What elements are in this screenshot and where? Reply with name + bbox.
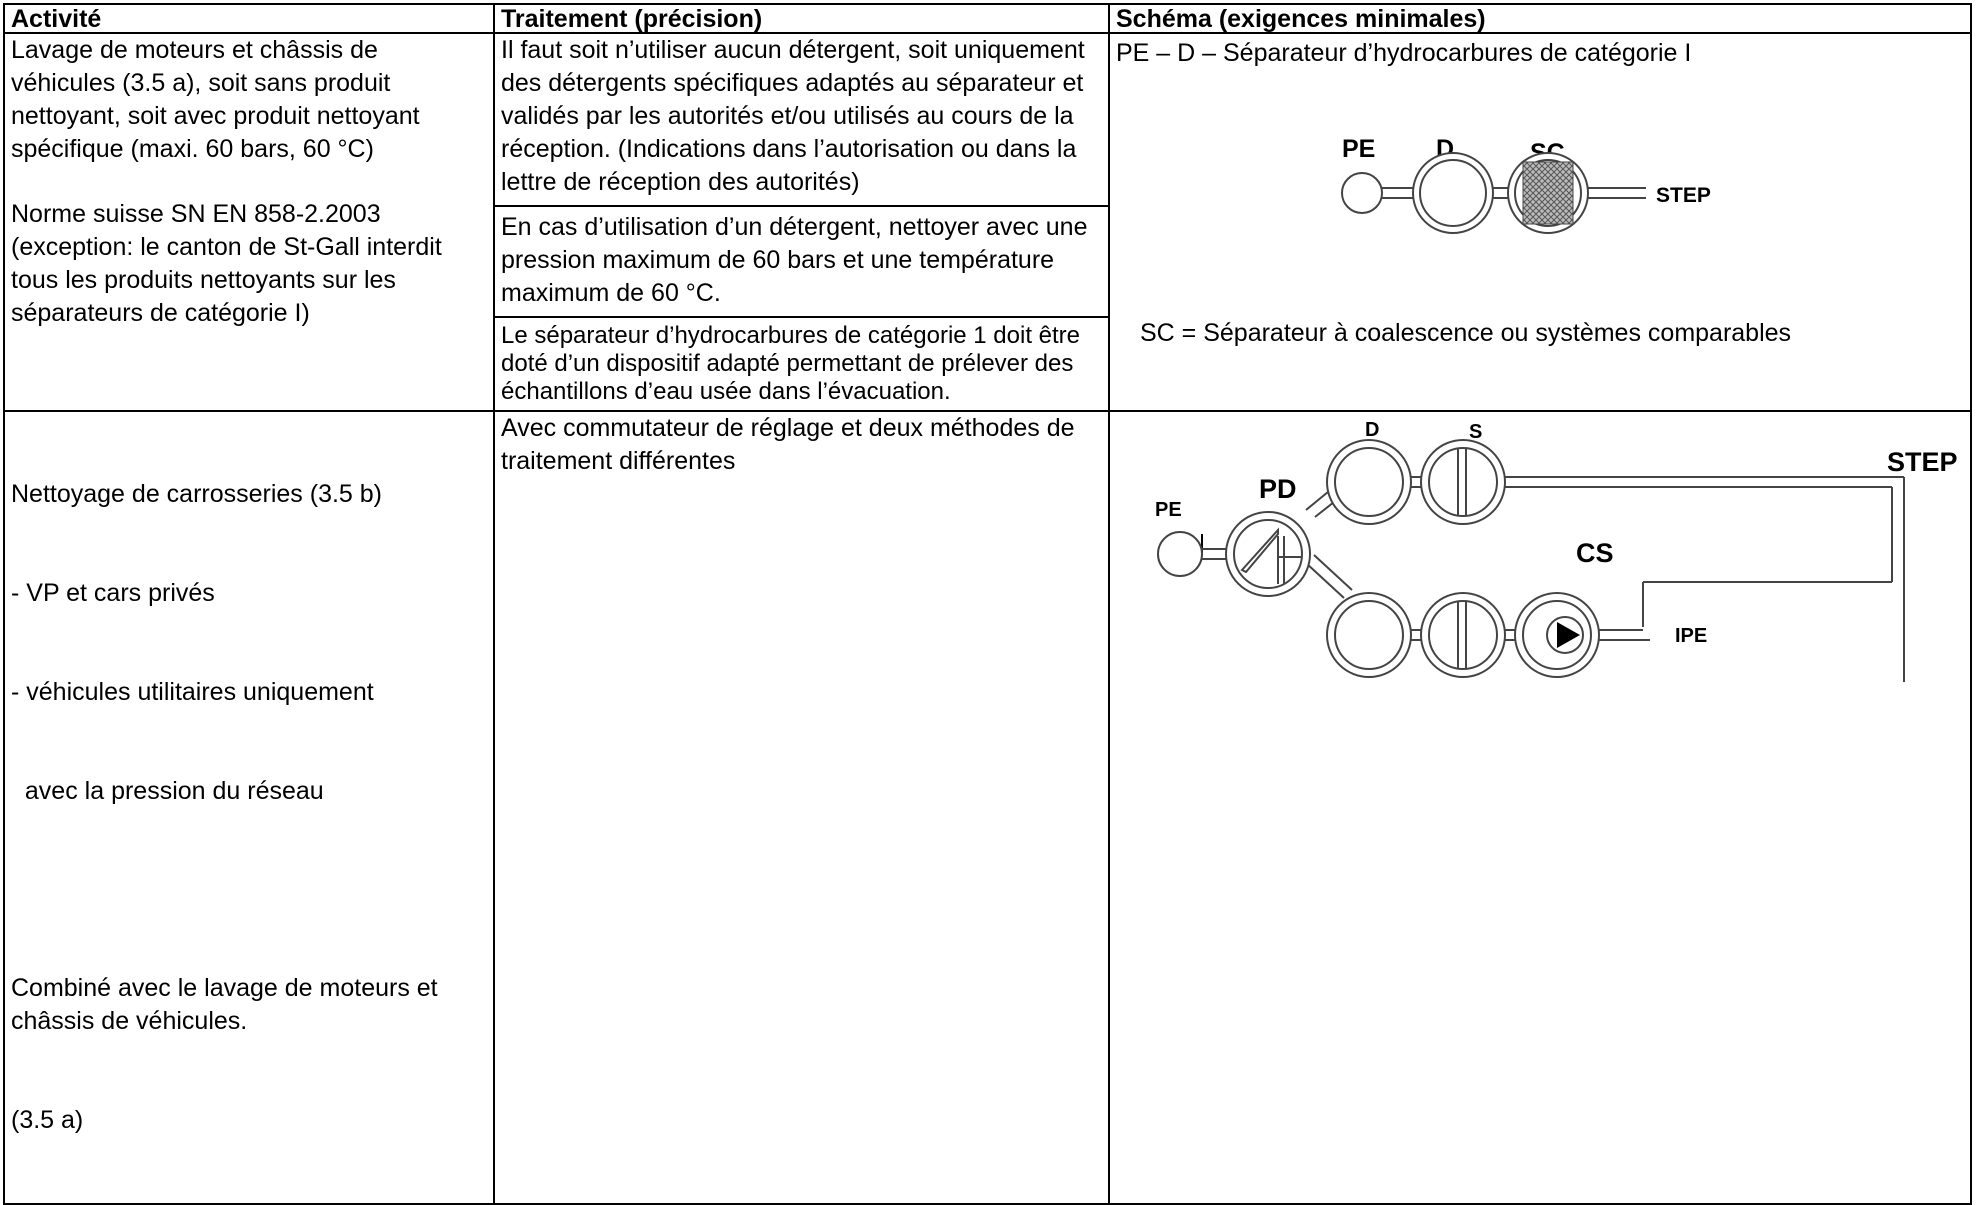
activity-table: Activité Traitement (précision) Schéma (… <box>3 3 1972 1205</box>
header-scheme: Schéma (exigences minimales) <box>1108 3 1972 34</box>
treatment-cell: Il faut soit n’utiliser aucun détergent,… <box>493 32 1110 412</box>
activity-text: Lavage de moteurs et châssis de véhicule… <box>11 36 420 163</box>
treatment-text: Avec commutateur de réglage et deux méth… <box>501 414 1075 475</box>
scheme-cell: D S STEP PD PE CS IPE <box>1108 410 1972 1205</box>
activity-cell: Lavage de moteurs et châssis de véhicule… <box>3 32 495 412</box>
table-row: Nettoyage de carrosseries (3.5 b) - VP e… <box>3 410 1972 1205</box>
activity-text: Nettoyage de carrosseries (3.5 b) <box>11 480 383 508</box>
tank-pe <box>1341 172 1383 214</box>
activity-text: (3.5 a) <box>11 1106 84 1134</box>
label-step: STEP <box>1656 184 1711 207</box>
tank-pd <box>1225 511 1311 597</box>
scheme-caption: SC = Séparateur à coalescence ou système… <box>1140 319 1792 347</box>
label-cs: CS <box>1576 538 1614 568</box>
separator-diagram-2: D S STEP PD PE CS IPE <box>1155 419 1958 682</box>
label-s: S <box>1469 421 1482 443</box>
activity-text: Norme suisse SN EN 858-2.2003 (exception… <box>11 200 442 327</box>
label-ipe: IPE <box>1675 625 1707 647</box>
tank-d <box>1326 439 1412 525</box>
tank-s-lower <box>1420 592 1506 678</box>
treatment-text: En cas d’utilisation d’un détergent, net… <box>495 205 1108 310</box>
tank-pe <box>1157 531 1203 577</box>
tank-s <box>1420 439 1506 525</box>
label-d: D <box>1365 419 1379 441</box>
tank-d <box>1412 152 1494 234</box>
activity-text: avec la pression du réseau <box>11 777 324 805</box>
pump-arrow-icon <box>1557 622 1580 648</box>
coalescence-filter <box>1522 161 1574 225</box>
table-row: Lavage de moteurs et châssis de véhicule… <box>3 32 1972 412</box>
header-treatment: Traitement (précision) <box>493 3 1110 34</box>
treatment-text: Il faut soit n’utiliser aucun détergent,… <box>501 36 1085 196</box>
activity-text: - véhicules utilitaires uniquement <box>11 678 374 706</box>
activity-text: - VP et cars privés <box>11 579 215 607</box>
scheme-cell: PE – D – Séparateur d’hydrocarbures de c… <box>1108 32 1972 412</box>
activity-cell: Nettoyage de carrosseries (3.5 b) - VP e… <box>3 410 495 1205</box>
label-pd: PD <box>1259 474 1297 504</box>
label-pe: PE <box>1155 499 1182 521</box>
header-row: Activité Traitement (précision) Schéma (… <box>3 3 1972 34</box>
separator-diagram-1: PE D SC STEP <box>1341 135 1711 234</box>
treatment-text: Le séparateur d’hydrocarbures de catégor… <box>495 316 1108 406</box>
tank-d-lower <box>1326 592 1412 678</box>
activity-text: Combiné avec le lavage de moteurs et châ… <box>11 974 445 1035</box>
treatment-cell: Avec commutateur de réglage et deux méth… <box>493 410 1110 1205</box>
scheme-title: PE – D – Séparateur d’hydrocarbures de c… <box>1116 39 1692 67</box>
header-activity: Activité <box>3 3 495 34</box>
label-pe: PE <box>1342 135 1375 163</box>
label-step: STEP <box>1887 447 1958 477</box>
